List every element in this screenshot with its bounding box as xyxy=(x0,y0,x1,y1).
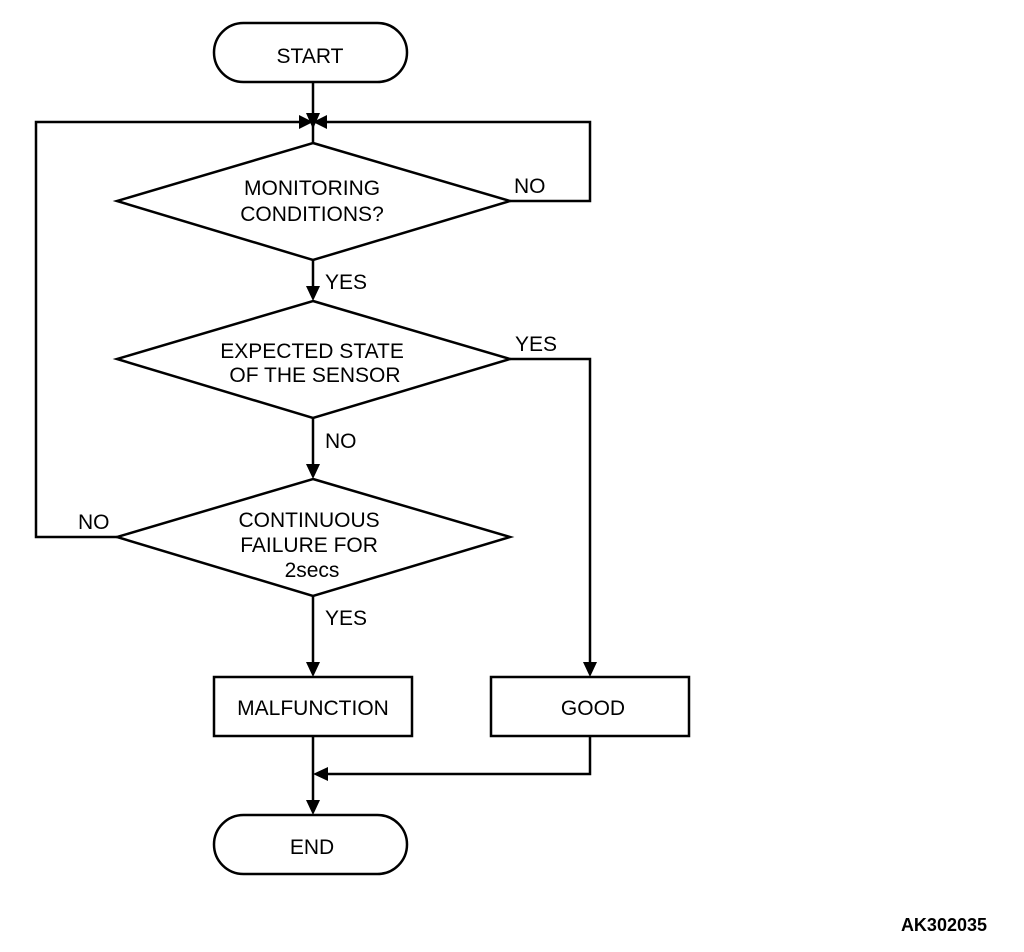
arrowhead-to-good xyxy=(583,662,597,677)
start-terminal xyxy=(212,21,409,84)
monitoring-no-label: NO xyxy=(514,175,546,198)
arrowhead-to-end xyxy=(306,800,320,815)
continuous-failure-label: CONTINUOUS FAILURE FOR 2secs xyxy=(238,509,385,582)
arrowhead-to-malfunction xyxy=(306,662,320,677)
expected-state-label: EXPECTED STATE OF THE SENSOR xyxy=(220,340,409,387)
arrowhead-to-continuous xyxy=(306,464,320,479)
expected-no-label: NO xyxy=(325,430,357,453)
good-box xyxy=(489,675,691,738)
monitoring-decision xyxy=(112,141,515,262)
connector-expected-yes-to-good xyxy=(510,357,592,663)
connector-monitoring-no-loop xyxy=(327,120,592,203)
start-label: START xyxy=(277,45,344,68)
good-label: GOOD xyxy=(561,697,625,720)
monitoring-label: MONITORING CONDITIONS? xyxy=(240,177,386,226)
connector-good-to-merge xyxy=(327,736,592,776)
end-label: END xyxy=(290,836,334,859)
expected-yes-label: YES xyxy=(515,333,557,356)
continuous-no-label: NO xyxy=(78,511,110,534)
expected-state-decision xyxy=(112,299,515,420)
continuous-yes-label: YES xyxy=(325,607,367,630)
malfunction-box xyxy=(212,675,414,738)
monitoring-yes-label: YES xyxy=(325,271,367,294)
arrowhead-right-loop xyxy=(313,115,327,129)
arrowhead-to-expected xyxy=(306,286,320,301)
arrowhead-good-merge xyxy=(313,767,328,781)
continuous-failure-decision xyxy=(112,477,515,598)
connector-continuous-no-loop xyxy=(34,120,299,539)
arrowhead-left-loop xyxy=(299,115,313,129)
end-terminal xyxy=(212,813,409,876)
malfunction-label: MALFUNCTION xyxy=(237,697,389,720)
arrowhead-merge-down xyxy=(306,113,320,129)
figure-id: AK302035 xyxy=(901,915,987,935)
